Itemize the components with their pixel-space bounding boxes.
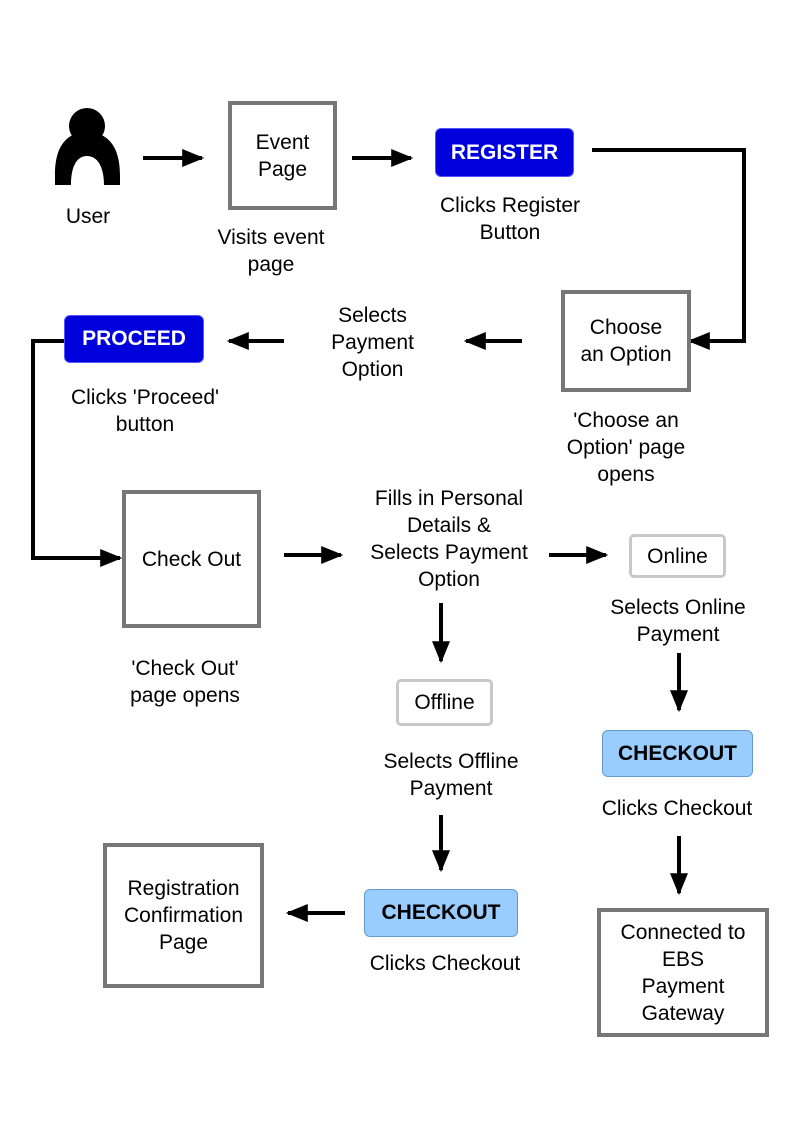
check-out-box[interactable]: Check Out <box>122 490 261 628</box>
user-icon <box>55 108 120 185</box>
checkout-offline-button[interactable]: CHECKOUT <box>364 889 518 937</box>
event-page-box[interactable]: Event Page <box>228 101 337 210</box>
offline-box[interactable]: Offline <box>396 679 493 726</box>
connector-register-to-choose <box>592 148 746 350</box>
checkout-offline-caption: Clicks Checkout <box>369 952 521 975</box>
register-caption: Clicks Register Button <box>439 194 581 244</box>
connector-proceed-to-checkout <box>31 339 123 567</box>
ebs-gateway-box[interactable]: Connected to EBS Payment Gateway <box>597 908 769 1037</box>
event-page-caption: Visits event page <box>217 226 325 276</box>
offline-caption: Selects Offline Payment <box>383 750 519 800</box>
choose-option-box[interactable]: Choose an Option <box>561 290 691 392</box>
choose-option-caption: 'Choose an Option' page opens <box>566 409 686 486</box>
confirmation-box[interactable]: Registration Confirmation Page <box>103 843 264 988</box>
proceed-caption: Clicks 'Proceed' button <box>70 386 220 436</box>
checkout-online-caption: Clicks Checkout <box>601 797 753 820</box>
user-label: User <box>65 205 111 228</box>
proceed-button[interactable]: PROCEED <box>64 315 204 363</box>
selects-payment-caption: Selects Payment Option <box>331 304 414 381</box>
checkout-online-button[interactable]: CHECKOUT <box>602 730 753 777</box>
online-caption: Selects Online Payment <box>610 596 746 646</box>
register-button[interactable]: REGISTER <box>435 128 574 177</box>
online-box[interactable]: Online <box>629 534 726 578</box>
fills-details-caption: Fills in Personal Details & Selects Paym… <box>370 487 528 591</box>
check-out-caption: 'Check Out' page opens <box>130 657 240 707</box>
